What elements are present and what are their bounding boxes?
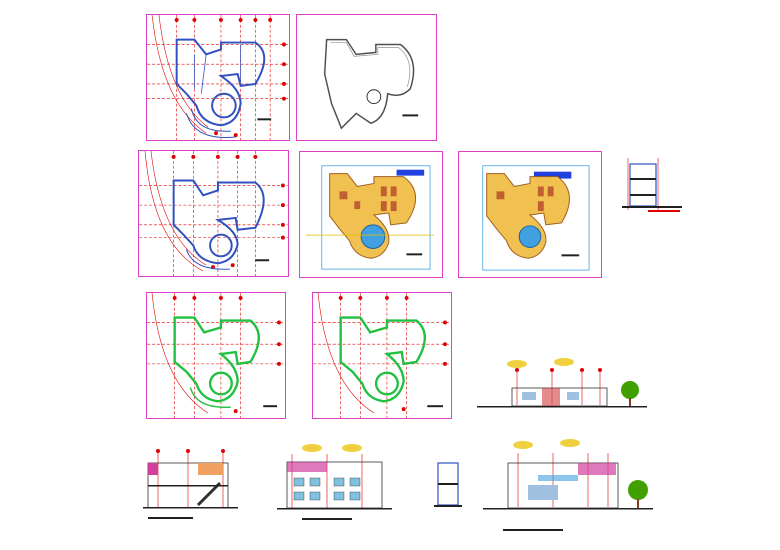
sheet-furnished-plan-upper — [458, 151, 602, 278]
side-elevation-drawing — [277, 444, 392, 520]
rear-elevation — [478, 435, 658, 540]
wall-section-detail — [618, 150, 688, 215]
front-elevation — [472, 350, 652, 415]
section-a — [128, 445, 243, 525]
sheet-ground-floor-plan — [146, 14, 290, 141]
front-elevation-drawing — [477, 358, 647, 408]
outline-plan-drawing — [323, 38, 419, 130]
section-b — [430, 455, 466, 515]
scale-bar — [427, 405, 444, 408]
ground-floor-plan-drawing — [147, 15, 289, 140]
scale-bar — [406, 253, 423, 256]
scale-bar — [263, 405, 278, 408]
furnished-plan-upper-drawing — [482, 165, 590, 271]
sheet-furnished-plan-ground — [299, 151, 443, 278]
scale-bar — [402, 114, 419, 117]
sheet-site-outline-plan — [296, 14, 437, 141]
first-floor-plan-drawing — [139, 151, 288, 276]
section-a-drawing — [143, 449, 238, 519]
furnished-plan-drawing — [306, 165, 434, 270]
rear-elevation-drawing — [483, 439, 653, 531]
sheet-slab-plan-b — [312, 292, 452, 419]
slab-plan-b-drawing — [313, 293, 451, 418]
cloud-icon — [302, 444, 362, 452]
scale-bar — [257, 118, 272, 121]
scale-bar — [561, 254, 580, 257]
tree-icon — [628, 480, 648, 509]
cloud-icon — [507, 358, 574, 368]
scale-bar — [255, 259, 270, 262]
section-b-drawing — [434, 462, 462, 507]
wall-section-drawing — [622, 158, 682, 212]
sheet-slab-plan-a — [146, 292, 286, 419]
cloud-icon — [513, 439, 580, 449]
slab-plan-a-drawing — [147, 293, 285, 418]
sheet-first-floor-plan — [138, 150, 289, 277]
tree-icon — [621, 381, 639, 406]
side-elevation — [262, 440, 402, 525]
